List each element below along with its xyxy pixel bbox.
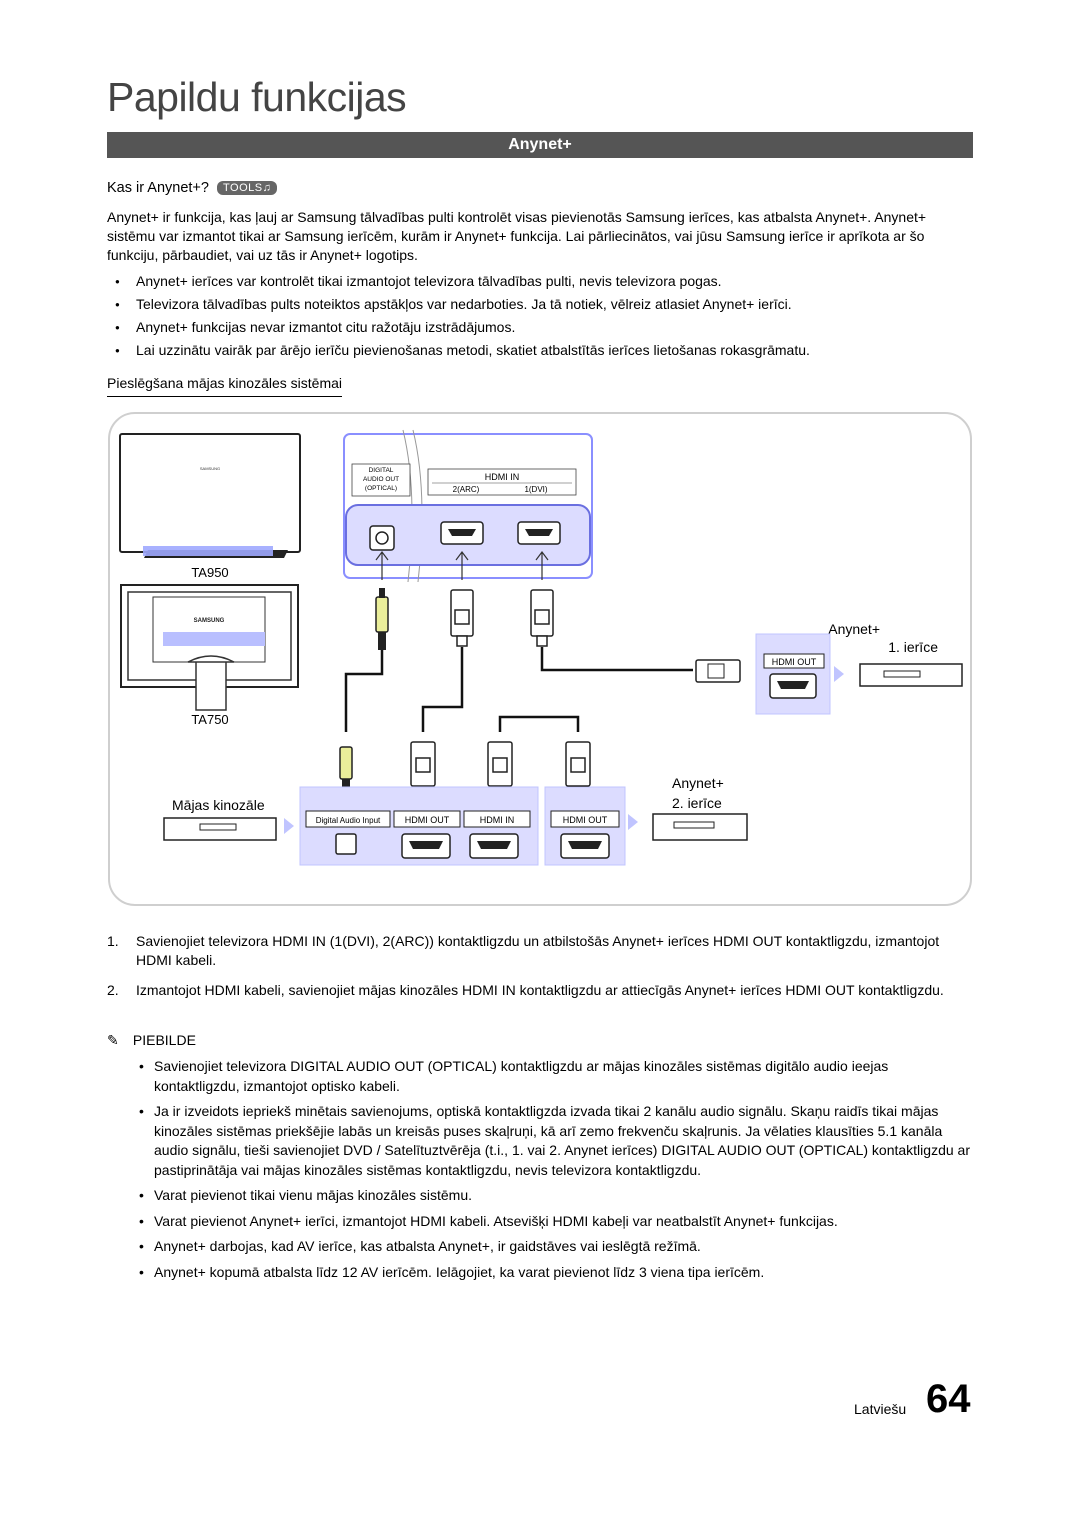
anynet-device-2: Anynet+ 2. ierīce HDMI OUT	[544, 775, 748, 866]
notes-list: Savienojiet televizora DIGITAL AUDIO OUT…	[107, 1057, 973, 1288]
home-theater-label: Mājas kinozāle	[172, 797, 265, 813]
anynet-device-1: Anynet+ 1. ierīce HDMI OUT	[695, 621, 963, 715]
optical-plug	[339, 746, 353, 791]
footer-language: Latviešu	[854, 1401, 907, 1417]
tv-rear-panel: DIGITAL AUDIO OUT (OPTICAL) HDMI IN 2(AR…	[343, 429, 593, 583]
list-item: Televizora tālvadības pults noteiktos ap…	[107, 293, 973, 316]
diagram-frame	[108, 412, 972, 906]
list-item: Lai uzzinātu vairāk par ārējo ierīču pie…	[107, 339, 973, 362]
step-text: Savienojiet televizora	[136, 933, 273, 949]
device-label: Anynet+	[828, 621, 880, 637]
tv-ta950: SAMSUNG TA950	[119, 433, 301, 580]
connection-diagram: SAMSUNG TA950 SAMSUNG TA750 DIGITAL AUDI…	[108, 412, 972, 906]
device-label: 1. ierīce	[888, 639, 938, 655]
hdmi-plug	[487, 741, 513, 787]
port-label: DIGITAL	[369, 467, 394, 474]
chapter-title: Papildu funkcijas	[107, 74, 407, 120]
step-number: 1.	[107, 933, 119, 949]
brand-label: SAMSUNG	[200, 466, 220, 471]
step-text: Izmantojot HDMI kabeli, savienojiet māja…	[136, 982, 944, 998]
device-label: Anynet+	[672, 775, 724, 791]
step-number: 2.	[107, 982, 119, 998]
step-text: kontaktligzdu un atbilstošās Anynet+ ier…	[136, 933, 940, 968]
tools-badge: TOOLS♫	[217, 181, 278, 195]
page-number: 64	[926, 1377, 971, 1421]
tv-model-ta950: TA950	[191, 565, 228, 580]
port-label: 1(DVI)	[524, 485, 547, 494]
subsection-title: Kas ir Anynet+?	[107, 180, 209, 196]
list-item: Varat pievienot Anynet+ ierīci, izmantoj…	[107, 1212, 973, 1232]
list-item: Ja ir izveidots iepriekš minētais savien…	[107, 1102, 973, 1180]
list-item: Anynet+ ierīces var kontrolēt tikai izma…	[107, 270, 973, 293]
intro-paragraph: Anynet+ ir funkcija, kas ļauj ar Samsung…	[107, 209, 927, 263]
port-label: (OPTICAL)	[365, 485, 397, 492]
step-highlight: HDMI IN (1(DVI), 2(ARC))	[272, 933, 434, 949]
list-item: Anynet+ darbojas, kad AV ierīce, kas atb…	[107, 1237, 973, 1257]
bullet-list: Anynet+ ierīces var kontrolēt tikai izma…	[107, 270, 973, 362]
section-title-bar: Anynet+	[107, 132, 973, 158]
note-heading-text: PIEBILDE	[132, 1032, 196, 1048]
port-label: AUDIO OUT	[363, 476, 399, 483]
list-item: Varat pievienot tikai vienu mājas kinozā…	[107, 1186, 973, 1206]
brand-label: SAMSUNG	[194, 618, 225, 624]
port-label: HDMI IN	[480, 815, 515, 825]
port-label: HDMI OUT	[405, 815, 450, 825]
list-item: Savienojiet televizora DIGITAL AUDIO OUT…	[107, 1057, 973, 1096]
connection-arrows	[375, 551, 549, 580]
list-item: Anynet+ kopumā atbalsta līdz 12 AV ierīc…	[107, 1263, 973, 1283]
cables	[344, 647, 693, 732]
tv-model-ta750: TA750	[191, 712, 228, 727]
hdmi-plug	[450, 589, 474, 647]
list-item: 2. Izmantojot HDMI kabeli, savienojiet m…	[107, 981, 973, 1000]
port-label: Digital Audio Input	[316, 816, 381, 825]
steps-list: 1. Savienojiet televizora HDMI IN (1(DVI…	[107, 932, 973, 1011]
list-item: 1. Savienojiet televizora HDMI IN (1(DVI…	[107, 932, 973, 970]
device-label: 2. ierīce	[672, 795, 722, 811]
subsection-heading: Kas ir Anynet+? TOOLS♫	[107, 180, 278, 196]
port-label: HDMI OUT	[772, 657, 817, 667]
note-heading: ✎ PIEBILDE	[107, 1032, 196, 1049]
hdmi-plug	[565, 741, 591, 787]
pencil-icon: ✎	[107, 1032, 119, 1048]
tv-ta750: SAMSUNG TA750	[120, 584, 299, 727]
connection-heading: Pieslēgšana mājas kinozāles sistēmai	[107, 375, 342, 397]
port-label: 2(ARC)	[453, 485, 480, 494]
home-theater: Mājas kinozāle Digital Audio Input HDMI …	[163, 786, 539, 866]
hdmi-plug	[410, 741, 436, 787]
port-label: HDMI OUT	[563, 815, 608, 825]
optical-plug	[375, 588, 389, 650]
list-item: Anynet+ funkcijas nevar izmantot citu ra…	[107, 316, 973, 339]
hdmi-in-label: HDMI IN	[485, 472, 520, 482]
hdmi-plug	[530, 589, 554, 647]
